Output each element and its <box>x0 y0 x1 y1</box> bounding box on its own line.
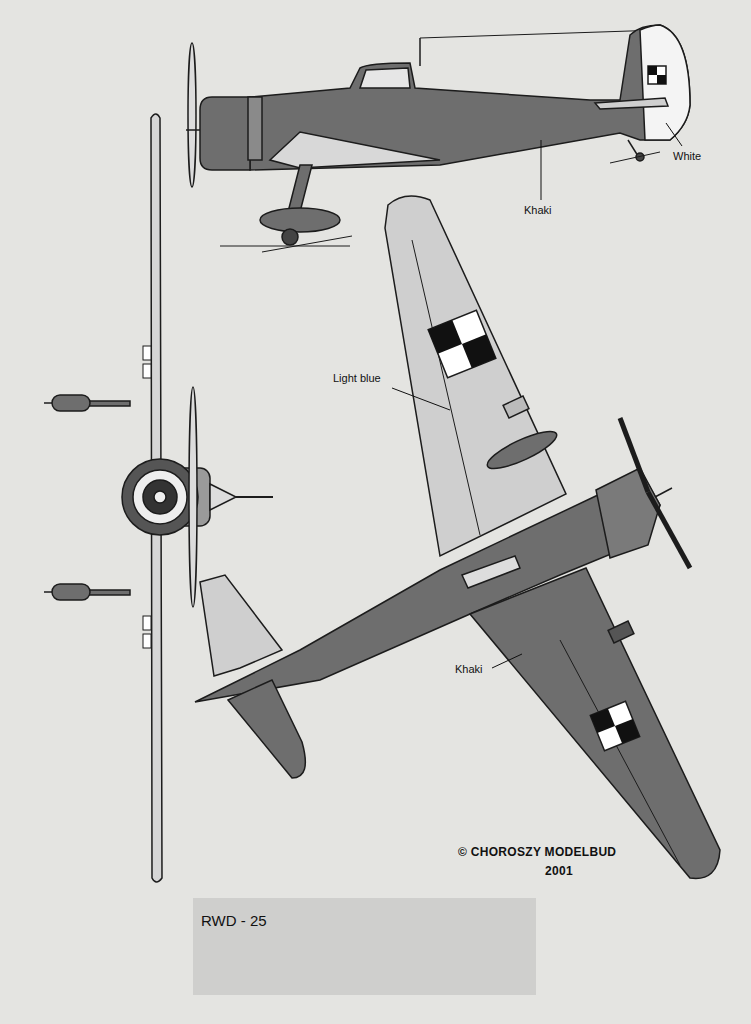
aileron-line <box>412 240 480 535</box>
checker-marking <box>590 701 639 750</box>
gear-leg <box>88 590 130 595</box>
fuselage <box>250 25 690 170</box>
leader-line <box>492 654 522 668</box>
checker-marking <box>428 310 496 378</box>
wheel-fairing <box>52 584 90 600</box>
checker-marking <box>590 708 615 733</box>
tailplane <box>595 98 668 109</box>
wing-root <box>270 132 440 168</box>
gun-bay <box>503 396 529 418</box>
color-label: White <box>673 150 701 163</box>
marking <box>143 634 151 648</box>
title-panel: RWD - 25 <box>193 898 536 995</box>
wheel-fairing <box>260 208 340 232</box>
plan-view <box>195 196 720 878</box>
spinner <box>210 484 236 510</box>
canopy <box>360 68 410 88</box>
engine-cowling <box>200 97 250 170</box>
leader-line <box>541 140 542 200</box>
aileron-line <box>560 640 680 865</box>
tail-wheel-leg <box>628 140 638 156</box>
year-note: 2001 <box>545 864 573 878</box>
gear-leg <box>88 401 130 406</box>
propeller-hub <box>186 129 200 131</box>
checker-marking <box>648 66 657 75</box>
propeller <box>189 387 197 607</box>
color-label: Light blue <box>333 372 381 385</box>
engine-front <box>122 459 198 535</box>
gun-bay <box>608 621 634 643</box>
copyright-note: © CHOROSZY MODELBUD <box>458 845 616 859</box>
lower-wing <box>470 568 720 878</box>
upper-wing <box>385 196 566 556</box>
rudder-white <box>640 25 690 140</box>
wheel-fairing <box>52 395 90 411</box>
gear-leg <box>288 165 312 212</box>
propeller <box>620 418 648 492</box>
lower-tailplane <box>228 680 305 778</box>
propeller <box>188 43 196 187</box>
marking <box>143 616 151 630</box>
propeller <box>648 492 690 568</box>
ground-line <box>220 246 350 247</box>
roundel <box>143 480 177 514</box>
color-label: Khaki <box>455 663 483 676</box>
checker-marking <box>657 75 666 84</box>
ground-line <box>262 236 352 252</box>
antenna-wire <box>420 30 660 38</box>
checker-marking <box>462 334 496 368</box>
ground-line <box>610 152 660 163</box>
marking <box>143 346 151 360</box>
roundel <box>154 491 166 503</box>
checker-marking <box>590 701 639 750</box>
spinner <box>655 488 672 497</box>
shaft <box>236 496 273 498</box>
leader-line <box>392 388 450 410</box>
checker-marking <box>615 719 640 744</box>
color-label: Khaki <box>524 204 552 217</box>
marking <box>143 364 151 378</box>
wheel <box>44 402 52 404</box>
leader-lines <box>392 123 682 668</box>
canopy <box>462 556 520 588</box>
front-view <box>44 114 273 882</box>
gear-fairing <box>483 425 560 475</box>
wheel <box>282 229 298 245</box>
checker-marking <box>428 320 462 354</box>
title-text: RWD - 25 <box>201 912 267 930</box>
antenna-mast <box>419 38 421 66</box>
checker-marking <box>648 66 666 84</box>
checker-marking <box>428 310 496 378</box>
wheel <box>44 591 52 593</box>
exhaust <box>248 97 262 160</box>
roundel <box>133 470 187 524</box>
upper-tailplane <box>200 575 282 676</box>
engine-cowling <box>596 468 660 558</box>
leader-line <box>666 123 682 146</box>
